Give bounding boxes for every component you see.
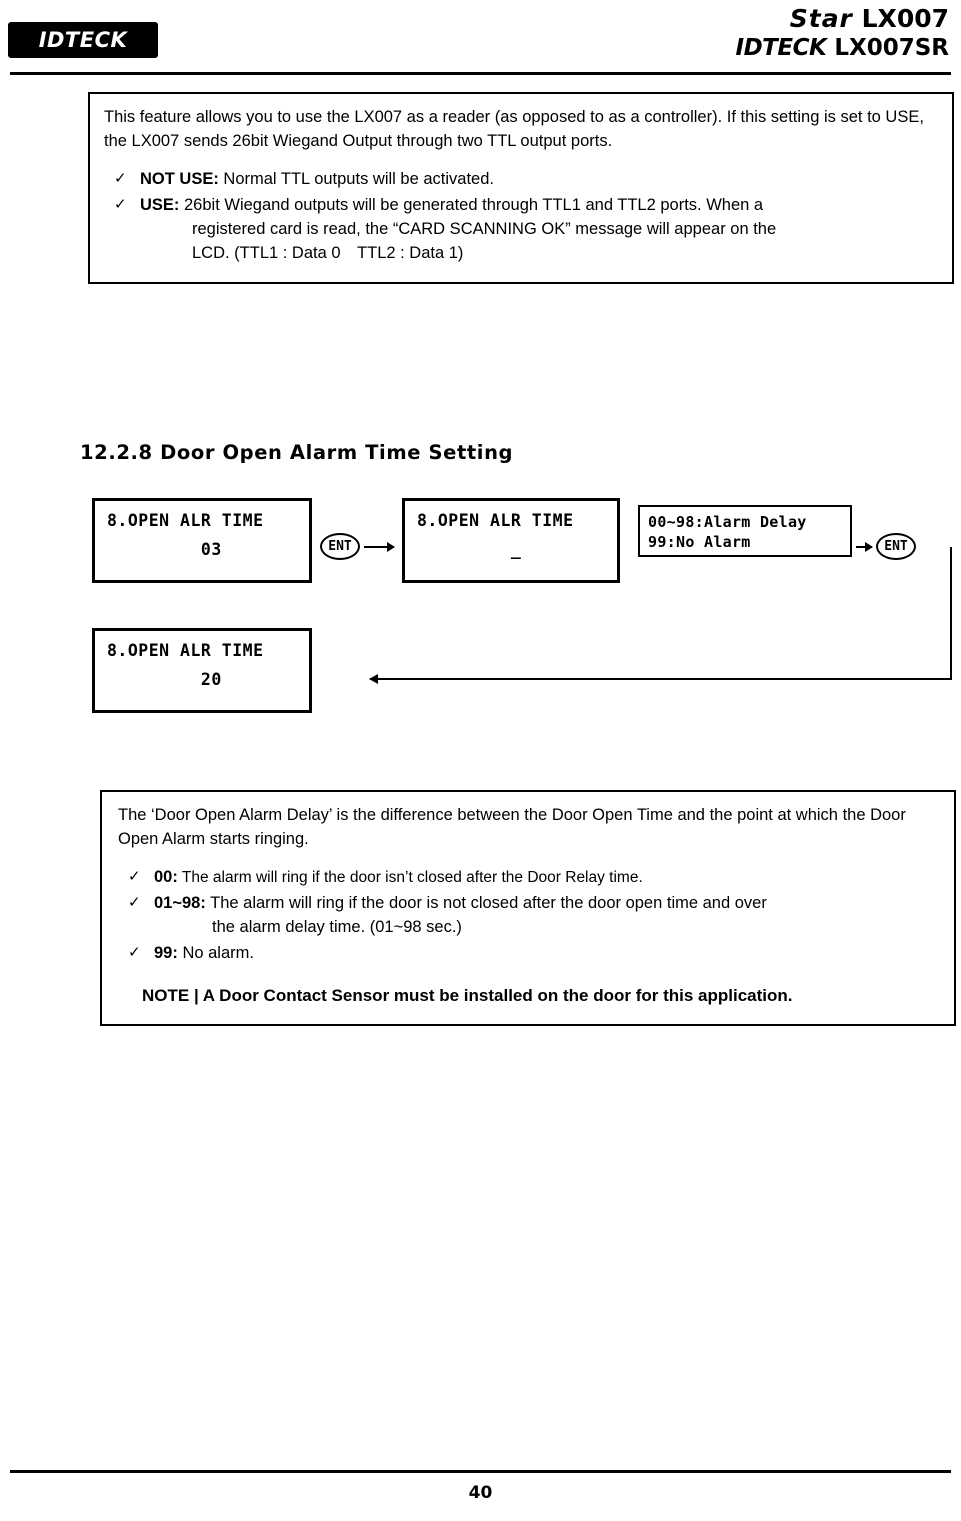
check-icon: ✓	[114, 168, 127, 187]
option-text-use-cont2: LCD. (TTL1 : Data 0 TTL2 : Data 1)	[192, 243, 464, 262]
feature-option-list: ✓ NOT USE: Normal TTL outputs will be ac…	[104, 168, 938, 266]
lcd-screen-initial: 8.OPEN ALR TIME 03	[92, 498, 312, 583]
range-note-line-1: 00~98:Alarm Delay	[648, 513, 807, 531]
idteck-logo-text: IDTECK	[38, 28, 128, 52]
header-model-lx007: LX007	[861, 4, 949, 33]
option-text-99: No alarm.	[177, 943, 254, 962]
flow-return-vertical-line	[950, 547, 952, 679]
section-heading: 12.2.8 Door Open Alarm Time Setting	[80, 441, 514, 464]
ent-key-button-2[interactable]: ENT	[876, 533, 916, 560]
list-item: ✓ NOT USE: Normal TTL outputs will be ac…	[104, 168, 938, 192]
door-contact-sensor-note: NOTE | A Door Contact Sensor must be ins…	[142, 985, 793, 1005]
page-header: IDTECK Star LX007 IDTECK LX007SR	[0, 0, 961, 78]
alarm-delay-range-note: 00~98:Alarm Delay 99:No Alarm	[638, 505, 852, 557]
feature-description-paragraph: This feature allows you to use the LX007…	[104, 108, 924, 150]
alarm-delay-option-list: ✓ 00: The alarm will ring if the door is…	[118, 866, 940, 966]
option-label-use: USE:	[140, 195, 180, 214]
option-text-use-cont1: registered card is read, the “CARD SCANN…	[192, 219, 777, 238]
range-note-line-2: 99:No Alarm	[648, 533, 751, 552]
list-item: ✓ 01~98: The alarm will ring if the door…	[118, 892, 940, 940]
check-icon: ✓	[114, 194, 127, 213]
option-text-not-use: Normal TTL outputs will be activated.	[218, 169, 494, 188]
list-item: ✓ 99: No alarm.	[118, 942, 940, 966]
option-label-99: 99:	[154, 943, 178, 962]
option-text-01-98: The alarm will ring if the door is not c…	[205, 893, 767, 912]
option-text-00: The alarm will ring if the door isn’t cl…	[177, 868, 643, 886]
lcd-line-2: 03	[107, 540, 222, 559]
option-label-01-98: 01~98:	[154, 893, 206, 912]
page-number: 40	[468, 1483, 493, 1503]
lcd-line-2: 20	[107, 670, 222, 689]
header-model-lx007sr: LX007SR	[834, 35, 949, 61]
arrow-right-1	[364, 542, 395, 552]
header-title-line-1: Star LX007	[736, 4, 949, 33]
lcd-line-1: 8.OPEN ALR TIME	[417, 511, 574, 530]
option-label-00: 00:	[154, 867, 178, 886]
feature-description-box: This feature allows you to use the LX007…	[88, 92, 954, 284]
arrow-right-2	[856, 542, 873, 552]
check-icon: ✓	[128, 942, 141, 961]
list-item: ✓ 00: The alarm will ring if the door is…	[118, 866, 940, 890]
lcd-line-2: _	[417, 540, 522, 559]
list-item: ✓ USE: 26bit Wiegand outputs will be gen…	[104, 194, 938, 266]
header-star-word: Star	[789, 4, 853, 33]
footer-divider	[10, 1470, 951, 1473]
idteck-logo: IDTECK	[8, 22, 158, 58]
lcd-screen-result: 8.OPEN ALR TIME 20	[92, 628, 312, 713]
header-title-line-2: IDTECK LX007SR	[736, 35, 949, 61]
lcd-line-1: 8.OPEN ALR TIME	[107, 641, 264, 660]
check-icon: ✓	[128, 892, 141, 911]
flow-diagram: 8.OPEN ALR TIME 03 ENT 8.OPEN ALR TIME _…	[0, 480, 961, 760]
alarm-delay-paragraph: The ‘Door Open Alarm Delay’ is the diffe…	[118, 806, 906, 848]
option-label-not-use: NOT USE:	[140, 169, 219, 188]
header-brand-idteck: IDTECK	[735, 35, 827, 61]
check-icon: ✓	[128, 866, 141, 885]
option-text-01-98-cont1: the alarm delay time. (01~98 sec.)	[212, 917, 462, 936]
option-text-use: 26bit Wiegand outputs will be generated …	[179, 195, 764, 214]
lcd-screen-input: 8.OPEN ALR TIME _	[402, 498, 620, 583]
header-divider	[10, 72, 951, 75]
header-model-titles: Star LX007 IDTECK LX007SR	[736, 4, 949, 61]
alarm-delay-description-box: The ‘Door Open Alarm Delay’ is the diffe…	[100, 790, 956, 1027]
flow-return-horizontal-arrow	[369, 674, 952, 684]
lcd-line-1: 8.OPEN ALR TIME	[107, 511, 264, 530]
ent-key-button-1[interactable]: ENT	[320, 533, 360, 560]
